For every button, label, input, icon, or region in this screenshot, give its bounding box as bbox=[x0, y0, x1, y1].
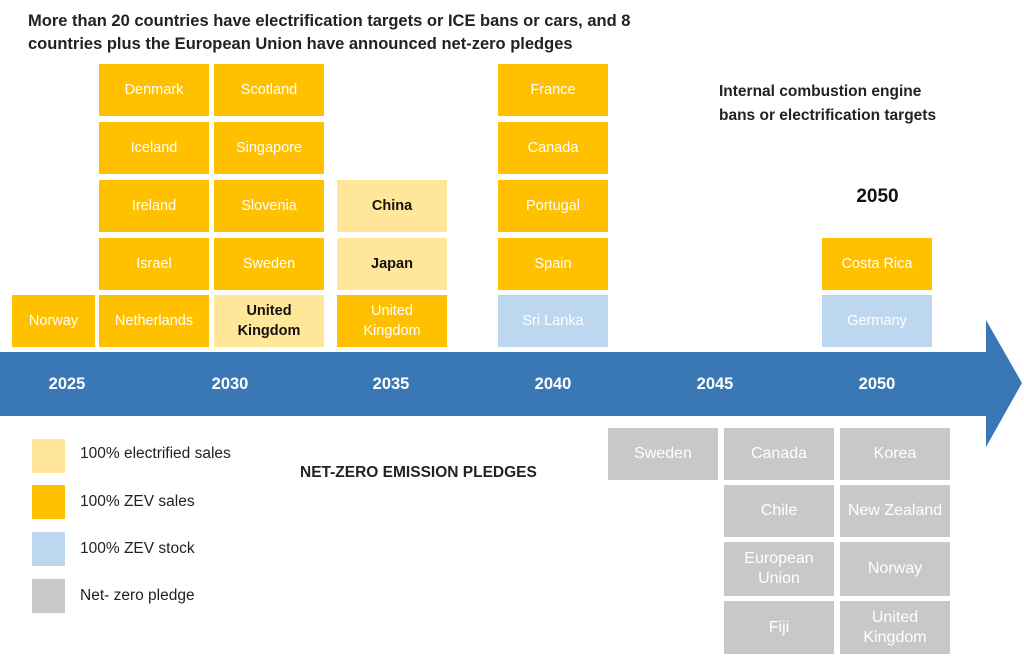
net-zero-heading: NET-ZERO EMISSION PLEDGES bbox=[300, 464, 537, 481]
pledge-european-union: European Union bbox=[724, 542, 834, 596]
pledge-united-kingdom: United Kingdom bbox=[840, 601, 950, 654]
year-2040: 2040 bbox=[534, 375, 572, 393]
target-slovenia: Slovenia bbox=[214, 180, 324, 232]
year-2025: 2025 bbox=[48, 375, 86, 393]
target-portugal: Portugal bbox=[498, 180, 608, 232]
target-canada: Canada bbox=[498, 122, 608, 174]
target-china: China bbox=[337, 180, 447, 232]
ice-2050-label: 2050 bbox=[856, 186, 899, 207]
year-2035: 2035 bbox=[372, 375, 410, 393]
legend-label-net-zero: Net- zero pledge bbox=[80, 587, 195, 604]
legend-swatch-net-zero bbox=[32, 579, 65, 613]
year-2030: 2030 bbox=[211, 375, 249, 393]
legend-swatch-zev-stock bbox=[32, 532, 65, 566]
target-iceland: Iceland bbox=[99, 122, 209, 174]
pledge-new-zealand: New Zealand bbox=[840, 485, 950, 537]
target-japan: Japan bbox=[337, 238, 447, 290]
target-spain: Spain bbox=[498, 238, 608, 290]
legend-swatch-electrified bbox=[32, 439, 65, 473]
pledge-sweden: Sweden bbox=[608, 428, 718, 480]
target-norway: Norway bbox=[12, 295, 95, 347]
legend-label-zev-sales: 100% ZEV sales bbox=[80, 493, 195, 510]
target-denmark: Denmark bbox=[99, 64, 209, 116]
ice-heading: Internal combustion engine bans or elect… bbox=[719, 83, 937, 124]
target-sri-lanka: Sri Lanka bbox=[498, 295, 608, 347]
target-israel: Israel bbox=[99, 238, 209, 290]
timeline-arrow bbox=[0, 320, 1022, 447]
pledge-fiji: Fiji bbox=[724, 601, 834, 654]
target-singapore: Singapore bbox=[214, 122, 324, 174]
pledge-korea: Korea bbox=[840, 428, 950, 480]
target-united-kingdom-2030: United Kingdom bbox=[214, 295, 324, 347]
target-france: France bbox=[498, 64, 608, 116]
pledge-canada: Canada bbox=[724, 428, 834, 480]
target-sweden: Sweden bbox=[214, 238, 324, 290]
year-2045: 2045 bbox=[696, 375, 734, 393]
target-scotland: Scotland bbox=[214, 64, 324, 116]
target-united-kingdom-2035: United Kingdom bbox=[337, 295, 447, 347]
target-ireland: Ireland bbox=[99, 180, 209, 232]
legend-label-zev-stock: 100% ZEV stock bbox=[80, 540, 195, 557]
pledge-norway: Norway bbox=[840, 542, 950, 596]
legend-label-electrified: 100% electrified sales bbox=[80, 445, 231, 462]
year-2050: 2050 bbox=[858, 375, 896, 393]
target-costa-rica: Costa Rica bbox=[822, 238, 932, 290]
legend-swatch-zev-sales bbox=[32, 485, 65, 519]
pledge-chile: Chile bbox=[724, 485, 834, 537]
target-netherlands: Netherlands bbox=[99, 295, 209, 347]
target-germany: Germany bbox=[822, 295, 932, 347]
chart-title: More than 20 countries have electrificat… bbox=[28, 12, 631, 53]
